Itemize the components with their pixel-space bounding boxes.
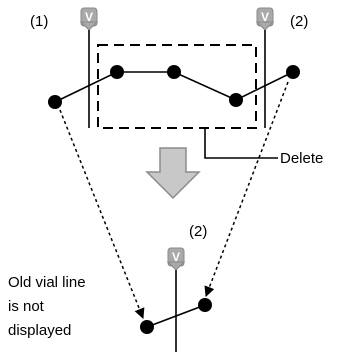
delete-label: Delete (280, 150, 323, 167)
marker-2-top-label: (2) (290, 13, 308, 30)
via-bottom-badge: V (166, 247, 186, 271)
node-3 (229, 93, 243, 107)
note-line-2: is not (8, 298, 45, 315)
via-bottom-badge-text: V (172, 250, 180, 264)
node-right (286, 65, 300, 79)
note-line-3: displayed (8, 322, 71, 339)
delete-selection-box (97, 44, 257, 129)
delete-callout-line (204, 128, 278, 159)
node-left (48, 95, 62, 109)
via-2-badge: V (255, 7, 275, 31)
node-1 (110, 65, 124, 79)
node-bottom-left (140, 320, 154, 334)
marker-1-label: (1) (30, 13, 48, 30)
dotted-arrow-left (59, 109, 145, 319)
dotted-arrow-right (204, 81, 289, 297)
note-line-1: Old vial line (8, 274, 86, 291)
marker-2-bottom-label: (2) (189, 223, 207, 240)
node-2 (167, 65, 181, 79)
via-1-badge: V (79, 7, 99, 31)
wire-bottom (146, 304, 206, 328)
via-1-badge-text: V (85, 10, 93, 24)
node-bottom-right (198, 298, 212, 312)
via-2-badge-text: V (261, 10, 269, 24)
transition-down-arrow (145, 147, 201, 200)
